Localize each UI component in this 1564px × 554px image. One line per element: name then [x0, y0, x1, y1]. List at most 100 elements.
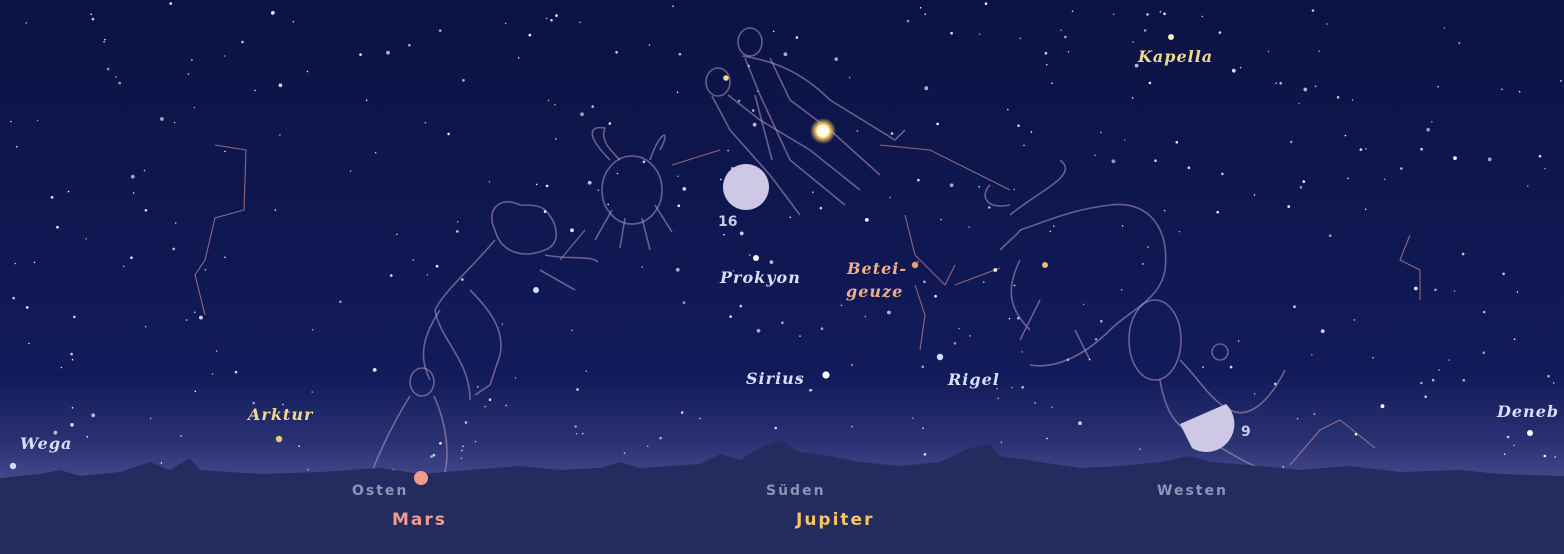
background-star: [464, 421, 468, 424]
background-star: [1147, 246, 1149, 248]
background-star: [812, 191, 814, 193]
background-star: [254, 89, 256, 92]
background-star: [648, 44, 651, 46]
background-star: [1518, 90, 1521, 93]
background-star: [270, 11, 275, 15]
background-star: [919, 7, 922, 9]
background-star: [1344, 134, 1347, 137]
background-star: [1000, 441, 1003, 444]
background-star: [173, 121, 176, 124]
background-star: [28, 342, 30, 345]
background-star: [1030, 131, 1033, 133]
background-star: [53, 430, 58, 435]
background-star: [456, 230, 459, 233]
background-star: [550, 18, 553, 22]
taurus-figure: [984, 159, 1167, 367]
beteigeuze-label-1: Betei-: [847, 259, 907, 278]
background-star: [1526, 185, 1529, 187]
background-star: [1299, 186, 1303, 189]
constellation-lines: [194, 144, 1421, 466]
background-star: [799, 335, 801, 337]
background-star: [1289, 140, 1293, 144]
rigel-star: [936, 353, 944, 361]
background-star: [1011, 386, 1013, 389]
background-star: [1438, 369, 1440, 371]
background-star: [940, 218, 942, 221]
background-star: [555, 138, 557, 140]
background-star: [10, 120, 12, 123]
sirius-star: [822, 371, 830, 379]
background-star: [517, 57, 520, 59]
beteigeuze-star: [911, 261, 919, 269]
background-star: [978, 186, 980, 188]
background-star: [922, 427, 924, 430]
background-star: [749, 254, 751, 256]
background-star: [1100, 131, 1102, 134]
background-star: [1313, 413, 1316, 415]
background-star: [1547, 374, 1550, 378]
background-star: [172, 247, 175, 251]
background-star: [699, 417, 701, 420]
sirius-label: Sirius: [746, 369, 805, 388]
pollux-star: [723, 75, 729, 81]
background-star: [292, 20, 295, 23]
background-star: [1175, 141, 1179, 144]
background-star: [1437, 85, 1439, 88]
mars-label: Mars: [392, 510, 447, 530]
background-star: [365, 99, 368, 101]
background-star: [739, 231, 744, 236]
background-star: [1148, 81, 1152, 85]
background-star: [1253, 194, 1256, 196]
background-star: [386, 50, 390, 55]
background-star: [579, 21, 581, 24]
background-star: [73, 315, 76, 319]
background-star: [581, 432, 584, 435]
background-star: [783, 52, 788, 57]
named-stars: [9, 34, 1533, 470]
background-star: [1318, 50, 1321, 52]
background-star: [194, 311, 196, 314]
virgo-figure: [371, 367, 448, 473]
background-star: [1420, 381, 1423, 385]
background-star: [1094, 338, 1098, 341]
background-star: [1302, 180, 1306, 183]
background-star: [462, 445, 464, 448]
background-star: [1482, 351, 1485, 355]
background-star: [1287, 205, 1290, 208]
background-star: [1013, 284, 1016, 287]
background-star: [575, 433, 578, 435]
background-star: [424, 122, 427, 124]
background-star: [1201, 15, 1204, 18]
background-star: [1159, 10, 1162, 13]
background-star: [1560, 80, 1562, 82]
background-star: [241, 40, 244, 44]
background-star: [576, 388, 579, 391]
background-star: [149, 417, 152, 420]
background-star: [834, 57, 839, 61]
wega-star: [9, 462, 17, 470]
background-star: [460, 457, 463, 460]
background-star: [71, 358, 74, 361]
mars-planet: [414, 471, 428, 485]
background-star: [1021, 386, 1024, 389]
background-star: [501, 323, 504, 325]
background-star: [160, 462, 163, 464]
background-star: [747, 64, 750, 68]
kapella-star: [1168, 34, 1174, 40]
background-star: [949, 183, 954, 188]
direction-west-label: Westen: [1157, 483, 1228, 499]
background-star: [535, 183, 538, 186]
direction-south-label: Süden: [766, 483, 826, 499]
background-star: [1365, 148, 1367, 150]
background-star: [1503, 453, 1506, 456]
background-star: [390, 274, 393, 277]
background-star: [103, 41, 105, 43]
background-star: [585, 370, 588, 373]
background-star: [1462, 379, 1466, 382]
background-star: [194, 390, 197, 393]
background-star: [1372, 356, 1374, 359]
background-star: [1082, 303, 1085, 306]
background-star: [199, 315, 203, 320]
background-star: [70, 423, 74, 427]
background-star: [191, 59, 193, 61]
